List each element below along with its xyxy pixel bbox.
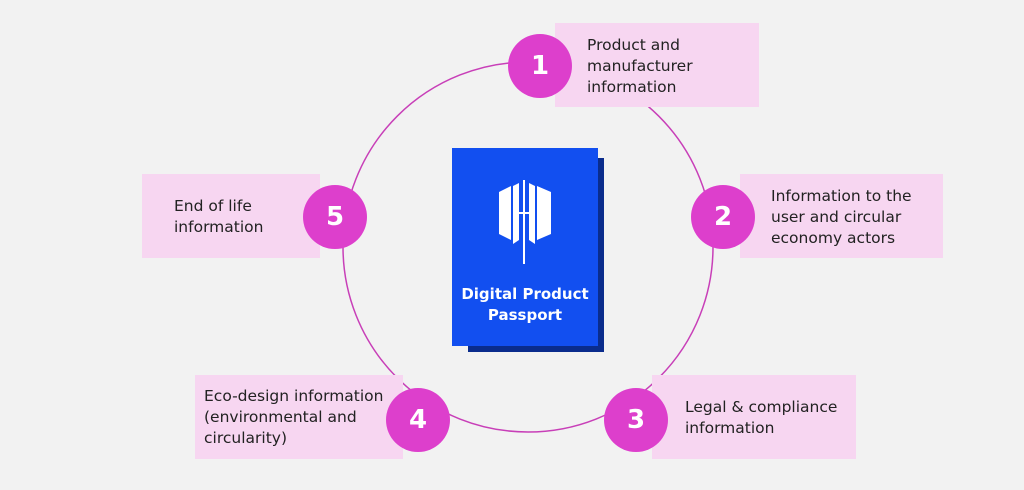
step-5-label: End of life information [142,174,320,258]
step-2-line-1: Information to the [771,187,912,205]
step-3-number: 3 [604,388,668,452]
step-4-line-2: (environmental and [204,408,357,426]
step-3-label: Legal & compliance information [652,375,856,459]
step-5-number: 5 [303,185,367,249]
step-4-label: Eco-design information (environmental an… [195,375,403,459]
step-4-line-3: circularity) [204,429,287,447]
passport-card: Digital Product Passport [452,148,598,346]
step-1-label: Product and manufacturer information [555,23,759,107]
step-4-number: 4 [386,388,450,452]
step-1-number: 1 [508,34,572,98]
step-5-line-2: information [174,218,264,236]
step-1-line-1: Product and [587,36,680,54]
step-3-line-1: Legal & compliance [685,398,838,416]
step-3-line-2: information [685,419,775,437]
passport-title-line-1: Digital Product [461,285,589,303]
step-2-label: Information to the user and circular eco… [740,174,943,258]
step-2-line-3: economy actors [771,229,896,247]
dpp-logo-icon [499,180,551,264]
step-4-line-1: Eco-design information [204,387,384,405]
passport-title: Digital Product Passport [461,284,588,326]
passport-title-line-2: Passport [487,306,563,324]
step-2-line-2: user and circular [771,208,902,226]
step-5-line-1: End of life [174,197,252,215]
step-1-line-3: information [587,78,677,96]
step-2-number: 2 [691,185,755,249]
step-1-line-2: manufacturer [587,57,693,75]
